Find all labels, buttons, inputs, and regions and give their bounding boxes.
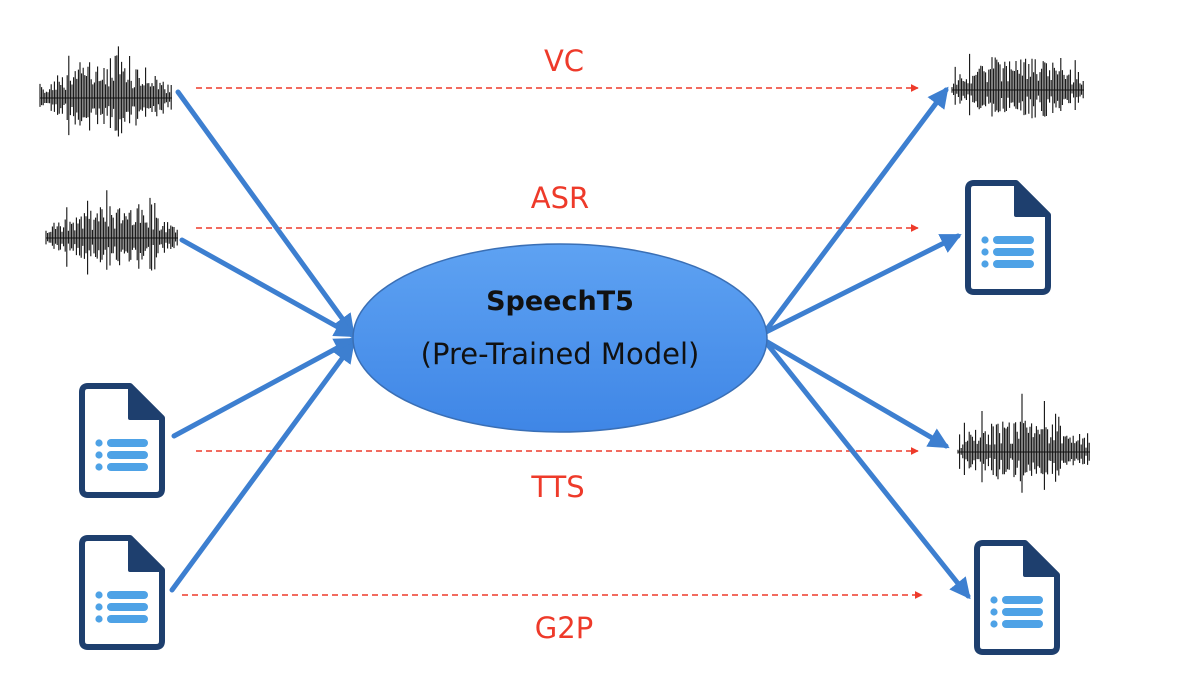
input-arrow-1 [175,89,355,336]
task-label-asr: ASR [530,181,590,215]
input-asr-waveform-icon [45,190,178,275]
input-arrow-3 [171,337,356,439]
task-label-tts: TTS [531,470,585,504]
input-arrow-4 [169,341,355,593]
model-subtitle: (Pre-Trained Model) [420,337,700,371]
task-label-vc: VC [543,44,585,78]
output-g2p-document-icon [974,540,1060,655]
output-vc-waveform-icon [951,53,1084,119]
output-arrow-4 [761,337,971,600]
input-vc-waveform-icon [39,46,172,137]
output-asr-document-icon [965,180,1051,295]
model-ellipse [352,243,768,433]
output-arrow-3 [761,337,950,449]
model-title: SpeechT5 [486,286,634,317]
output-arrow-1 [761,86,949,336]
output-tts-waveform-icon [957,393,1090,493]
output-arrow-2 [761,233,962,336]
task-label-g2p: G2P [534,611,594,645]
input-tts-document-icon [79,383,165,498]
input-g2p-document-icon [79,535,165,650]
input-arrow-2 [179,237,356,338]
